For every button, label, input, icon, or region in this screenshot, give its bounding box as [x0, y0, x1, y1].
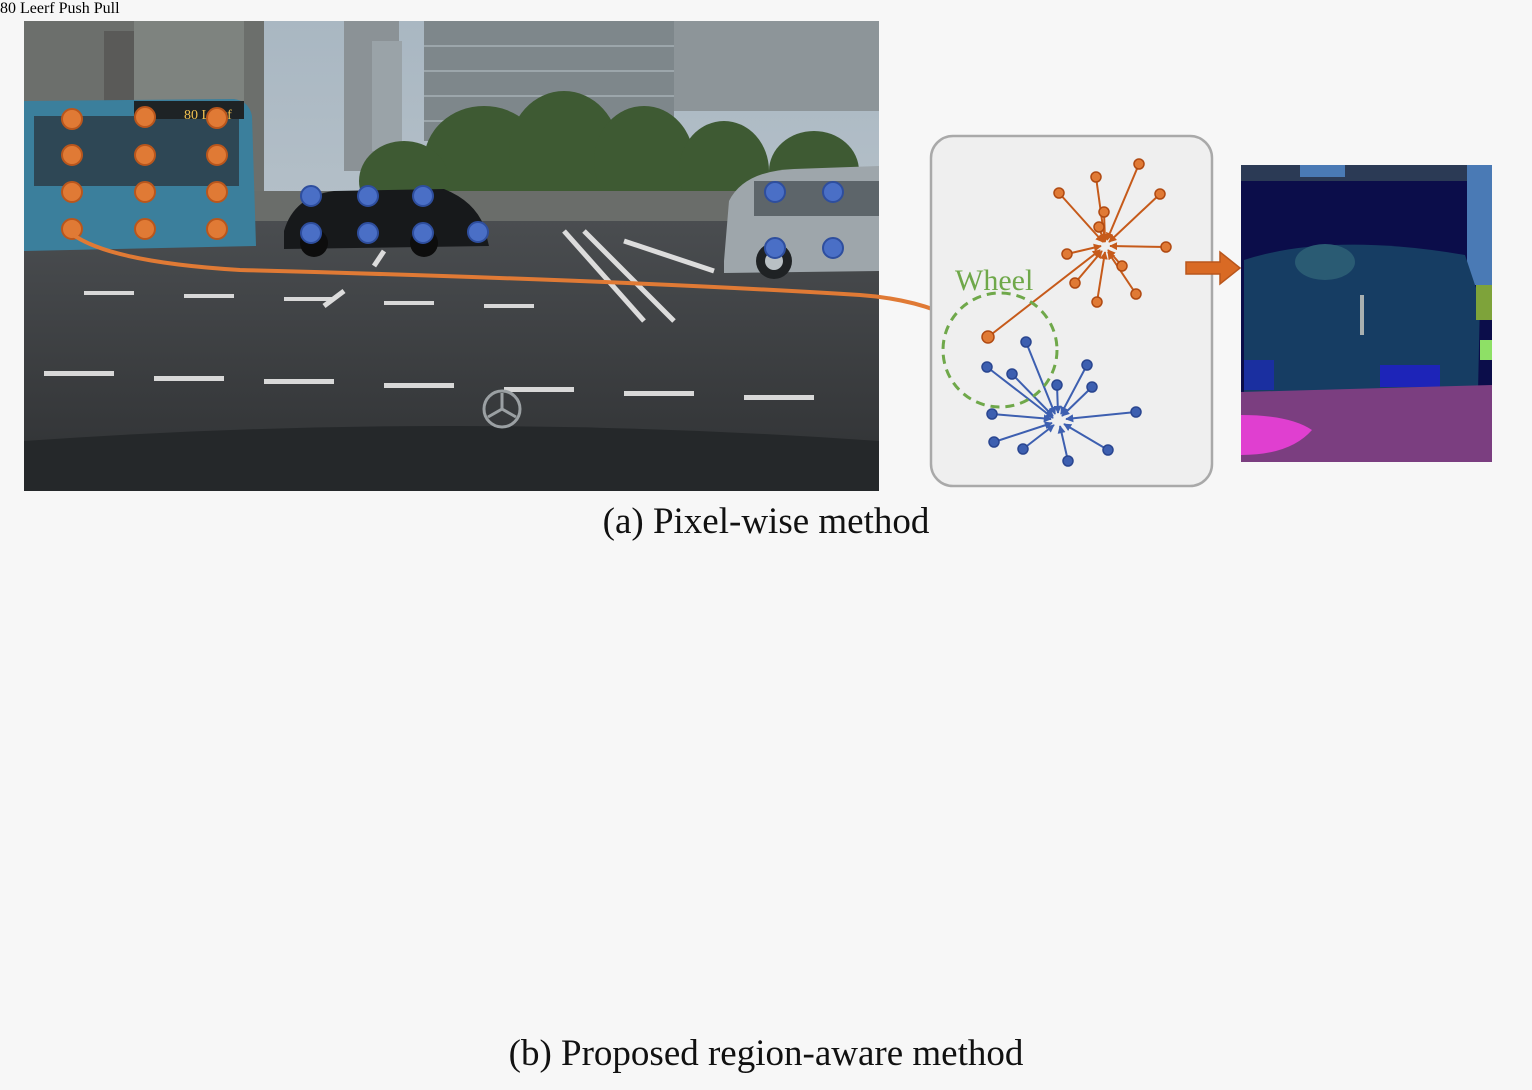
- blue-cluster: [986, 341, 1137, 462]
- embedding-point: [1090, 171, 1102, 183]
- bus-pixel: [206, 181, 228, 203]
- embedding-point: [986, 408, 998, 420]
- bus-region-box: Push Pull: [59, 0, 120, 17]
- car-pixel-points: [300, 181, 844, 259]
- bus-pixel: [134, 181, 156, 203]
- embedding-point: [1062, 455, 1074, 467]
- street-photo-a: 80 Leerf: [24, 21, 879, 491]
- bus-display-text: 80 Leerf: [0, 0, 55, 17]
- bus-pixel: [206, 107, 228, 129]
- embedding-point: [1020, 336, 1032, 348]
- bus-pixel: [134, 106, 156, 128]
- embedding-point: [1093, 221, 1105, 233]
- bus-pixel: [206, 218, 228, 240]
- embedding-point: [1091, 296, 1103, 308]
- wheel-dashed-circle: [941, 291, 1059, 409]
- push-label: Push: [58, 0, 90, 17]
- car-region-left-arrow: Push Pull: [59, 0, 120, 17]
- caption-b: (b) Proposed region-aware method: [508, 1033, 1024, 1074]
- street-photo-b: 80 Leerf: [0, 0, 59, 17]
- bus-region-arrow: Push Pull: [59, 0, 120, 17]
- embedding-point: [1130, 288, 1142, 300]
- embedding-point: [1061, 248, 1073, 260]
- bus-pixel: [61, 108, 83, 130]
- embedding-point: [1160, 241, 1172, 253]
- embedding-point: [1116, 260, 1128, 272]
- panel-a: 80 Leerf: [24, 21, 1492, 491]
- bus-pixel: [206, 144, 228, 166]
- output-arrow-a: [1185, 250, 1242, 286]
- bus-pixel: [61, 144, 83, 166]
- bus-pixel: [134, 218, 156, 240]
- embedding-point: [1086, 381, 1098, 393]
- car-pixel: [300, 185, 322, 207]
- pull-label: Pull: [93, 0, 120, 17]
- bus-pixel-points: [61, 106, 228, 240]
- car-pixel: [412, 222, 434, 244]
- blue-embedding-points: [981, 336, 1142, 467]
- car-pixel: [412, 185, 434, 207]
- car-pixel: [822, 237, 844, 259]
- push-pull-legend: Push Pull: [59, 0, 120, 17]
- bus-pixel: [61, 181, 83, 203]
- car-pixel: [822, 181, 844, 203]
- car-pixel: [764, 181, 786, 203]
- caption-a: (a) Pixel-wise method: [602, 501, 930, 542]
- car-pixel: [467, 221, 489, 243]
- pull-legend-line: Pull: [94, 0, 120, 17]
- wheel-embedding-point: [981, 330, 995, 344]
- embedding-point: [1051, 379, 1063, 391]
- car-pixel: [764, 237, 786, 259]
- car-region-box-left: Push Pull: [59, 0, 120, 17]
- embedding-space-box-b: Push Pull: [59, 0, 120, 17]
- embedding-point: [981, 361, 993, 373]
- embedding-point: [1130, 406, 1142, 418]
- embedding-point: [1006, 368, 1018, 380]
- wheel-pixel-arrow: [70, 232, 981, 333]
- car-region-right-arrow: Push Pull: [59, 0, 120, 17]
- push-legend-line: Push Pull: [59, 0, 120, 17]
- car-pixel: [300, 222, 322, 244]
- bus-pixel: [61, 218, 83, 240]
- wheel-label: Wheel: [955, 264, 1033, 297]
- car-pixel: [357, 222, 379, 244]
- bus-pixel: [134, 144, 156, 166]
- embedding-point: [1133, 158, 1145, 170]
- embedding-point: [1102, 444, 1114, 456]
- car-pixel: [357, 185, 379, 207]
- panel-b: 80 Leerf: [0, 0, 120, 17]
- orange-embedding-points: [981, 158, 1172, 344]
- embedding-point: [1098, 206, 1110, 218]
- embedding-point: [988, 436, 1000, 448]
- embedding-space-box-a: [929, 134, 1214, 488]
- embedding-point: [1069, 277, 1081, 289]
- embedding-point: [1081, 359, 1093, 371]
- embedding-point: [1154, 188, 1166, 200]
- segmentation-result-a: [1241, 165, 1492, 462]
- embedding-point: [1053, 187, 1065, 199]
- car-region-box-right: Push Pull: [59, 0, 120, 17]
- embedding-point: [1017, 443, 1029, 455]
